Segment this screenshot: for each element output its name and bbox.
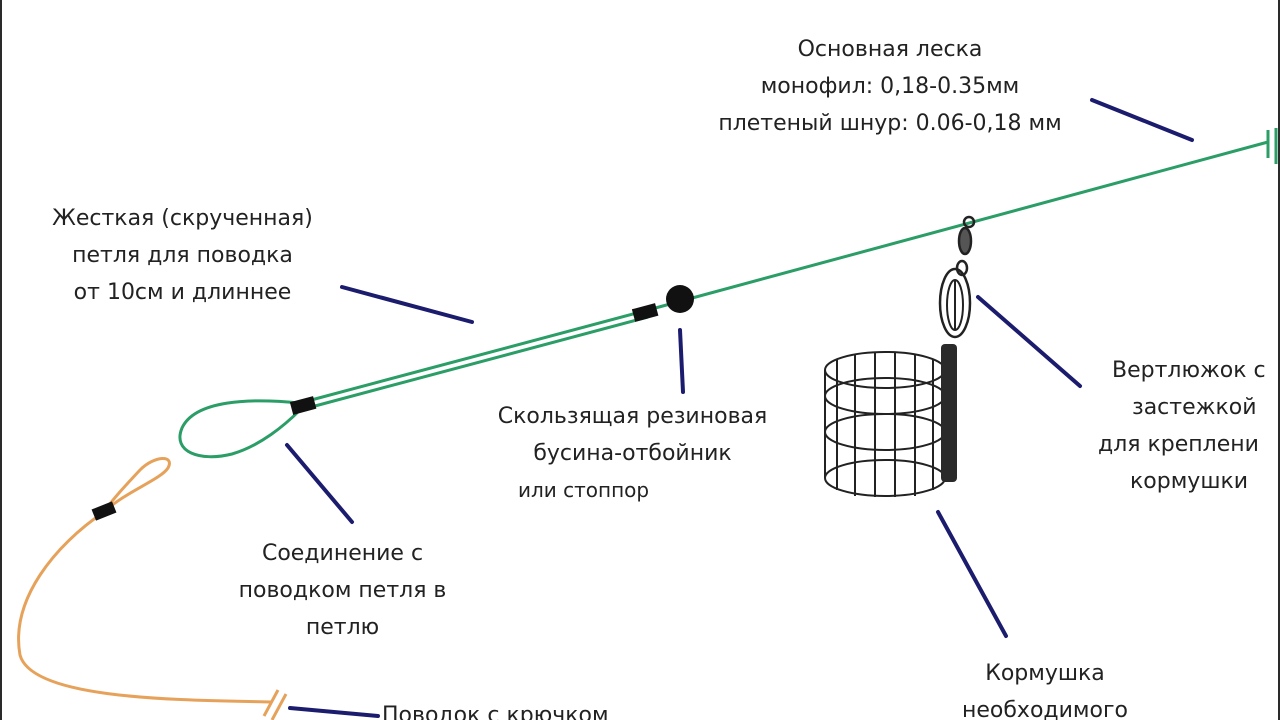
bead-stopper-tube	[631, 303, 659, 322]
label-loop-line3: от 10см и длиннее	[73, 280, 292, 305]
leader-line	[17, 457, 273, 704]
hook-end-icon	[262, 689, 288, 720]
label-swivel: Вертлюжок с застежкой для креплени корму…	[1092, 352, 1278, 500]
label-bead-line1: Скользящая резиновая	[497, 404, 768, 429]
pointer-connection	[285, 443, 354, 524]
main-line-upper	[647, 140, 1269, 312]
label-bead-line2: бусина-отбойник	[533, 441, 732, 466]
label-swivel-line1: Вертлюжок с	[1112, 358, 1266, 383]
loop-knot	[289, 396, 317, 415]
label-connection-line1: Соединение с	[261, 541, 424, 566]
leader-knot	[91, 501, 117, 521]
label-feeder-line2: необходимого	[961, 698, 1128, 720]
label-main-line-title: Основная леска	[797, 37, 983, 62]
label-loop-line2: петля для поводка	[72, 243, 293, 268]
label-swivel-line4: кормушки	[1130, 469, 1249, 494]
pointer-feeder	[936, 510, 1008, 638]
pointer-loop	[340, 285, 474, 324]
label-feeder: Кормушка необходимого	[935, 655, 1155, 720]
feeder-cage-icon	[824, 351, 946, 497]
loop-strand-top	[299, 308, 649, 405]
frame-edge-left	[0, 0, 2, 720]
label-leader-line1: Поводок с крючком	[382, 703, 609, 720]
frame-edge-right	[1278, 0, 1280, 720]
label-main-line-braid: плетеный шнур: 0.06-0,18 мм	[718, 111, 1062, 136]
loop-strand-bottom	[299, 315, 649, 412]
main-line-end-icon	[1266, 128, 1278, 164]
label-connection-line3: петлю	[305, 615, 380, 640]
swivel-snap-icon	[938, 215, 976, 339]
label-loop-line1: Жесткая (скрученная)	[52, 206, 313, 231]
pointer-bead	[678, 328, 685, 394]
label-connection: Соединение с поводком петля в петлю	[210, 535, 475, 646]
label-main-line-mono: монофил: 0,18-0.35мм	[760, 74, 1020, 99]
rubber-bead-icon	[666, 285, 694, 313]
label-swivel-line2: застежкой	[1132, 395, 1257, 420]
pointer-lines	[285, 98, 1194, 718]
pointer-main-line	[1090, 98, 1194, 142]
label-bead: Скользящая резиновая бусина-отбойник или…	[470, 398, 795, 509]
label-loop: Жесткая (скрученная) петля для поводка о…	[20, 200, 345, 311]
main-line	[178, 140, 1269, 459]
label-bead-line3: или стоппор	[518, 478, 650, 502]
pointer-swivel	[976, 295, 1082, 388]
leader-loop-orange	[102, 457, 171, 514]
feeder-weight	[941, 344, 957, 482]
label-connection-line2: поводком петля в	[238, 578, 447, 603]
label-feeder-line1: Кормушка	[985, 661, 1105, 686]
label-leader: Поводок с крючком	[382, 697, 672, 720]
pointer-leader	[288, 706, 380, 718]
label-swivel-line3: для креплени	[1098, 432, 1259, 457]
leader-loop	[178, 399, 302, 459]
leader-body	[17, 510, 273, 704]
label-main-line: Основная леска монофил: 0,18-0.35мм плет…	[690, 31, 1090, 142]
